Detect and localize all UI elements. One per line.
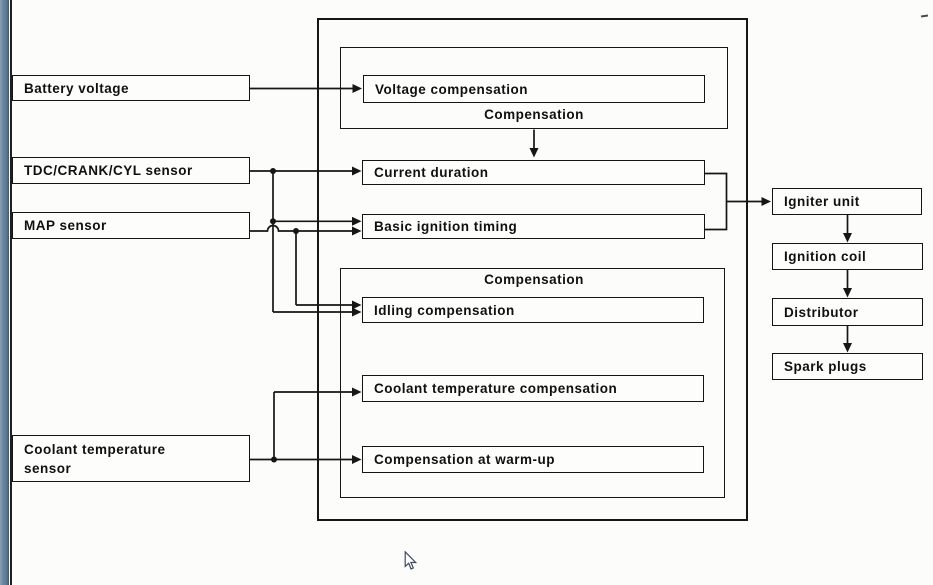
junction-dot bbox=[293, 228, 299, 234]
idling-compensation-label: Idling compensation bbox=[374, 302, 515, 318]
tdc-crank-cyl-sensor-label: TDC/CRANK/CYL sensor bbox=[24, 163, 193, 178]
junction-dot bbox=[270, 218, 276, 225]
coolant-temperature-sensor-box: Coolant temperature sensor bbox=[12, 435, 250, 482]
current-duration-label: Current duration bbox=[374, 165, 489, 180]
page-left-rule bbox=[10, 0, 12, 585]
junction-dot bbox=[270, 168, 276, 174]
voltage-compensation-label: Voltage compensation bbox=[375, 81, 529, 97]
current-duration-box: Current duration bbox=[362, 160, 705, 185]
basic-ignition-timing-box: Basic ignition timing bbox=[362, 214, 705, 239]
ecu-outer-frame bbox=[317, 18, 748, 521]
battery-voltage-label: Battery voltage bbox=[24, 80, 130, 96]
window-edge-bar bbox=[0, 0, 9, 585]
distributor-label: Distributor bbox=[784, 304, 859, 320]
igniter-unit-label: Igniter unit bbox=[784, 194, 860, 209]
spark-plugs-box: Spark plugs bbox=[772, 353, 923, 380]
compensation-at-warm-up-label: Compensation at warm-up bbox=[374, 452, 556, 467]
compensation-at-warm-up-box: Compensation at warm-up bbox=[362, 446, 704, 473]
mouse-cursor-icon bbox=[404, 551, 418, 570]
distributor-box: Distributor bbox=[772, 298, 923, 326]
tdc-crank-cyl-sensor-box: TDC/CRANK/CYL sensor bbox=[12, 157, 250, 184]
spark-plugs-label: Spark plugs bbox=[784, 359, 867, 374]
igniter-unit-box: Igniter unit bbox=[772, 188, 922, 215]
voltage-compensation-box: Voltage compensation bbox=[363, 75, 705, 103]
idling-compensation-box: Idling compensation bbox=[362, 297, 704, 323]
map-sensor-label: MAP sensor bbox=[24, 218, 107, 233]
compensation-top-label: Compensation bbox=[484, 107, 584, 122]
junction-dot bbox=[271, 456, 277, 463]
compensation-bottom-label: Compensation bbox=[484, 272, 584, 287]
coolant-temperature-compensation-label: Coolant temperature compensation bbox=[374, 381, 618, 396]
battery-voltage-box: Battery voltage bbox=[12, 75, 250, 101]
coolant-temperature-sensor-label-line2: sensor bbox=[24, 460, 72, 476]
compensation-bottom-frame bbox=[340, 268, 725, 498]
coolant-temperature-sensor-label-line1: Coolant temperature bbox=[24, 441, 166, 457]
ignition-coil-box: Ignition coil bbox=[772, 243, 923, 270]
wire-map-basic bbox=[250, 224, 362, 236]
ignition-coil-label: Ignition coil bbox=[784, 249, 867, 264]
wire-output-merge bbox=[705, 172, 728, 231]
basic-ignition-timing-label: Basic ignition timing bbox=[374, 219, 518, 234]
coolant-temperature-compensation-box: Coolant temperature compensation bbox=[362, 375, 704, 402]
map-sensor-box: MAP sensor bbox=[12, 212, 250, 239]
